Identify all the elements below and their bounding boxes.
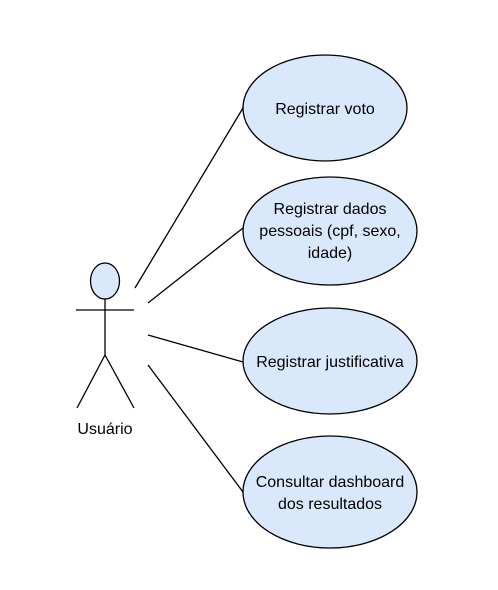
use-case-registrar-dados-pessoais: Registrar dados pessoais (cpf, sexo, ida… [242,176,418,286]
use-case-label-line-1: Registrar dados [274,201,387,218]
association-line-registrar-voto [134,107,244,289]
actor-head [89,262,121,300]
use-case-label-line-3: idade) [308,245,352,262]
use-case-label-line-2: dos resultados [278,496,382,513]
use-case-label-line-2: pessoais (cpf, sexo, [259,223,400,240]
actor-right-leg [104,354,135,409]
actor-left-leg [76,354,106,409]
actor-label: Usuário [77,421,132,438]
use-case-registrar-justificativa: Registrar justificativa [242,307,418,415]
use-case-ellipse [242,435,418,549]
use-case-label: Registrar voto [275,101,375,118]
actor-stick-figure-icon [76,262,135,409]
association-line-registrar-dados-pessoais [147,227,244,304]
association-line-registrar-justificativa [147,334,244,363]
use-case-ellipse [242,176,418,286]
use-case-consultar-dashboard: Consultar dashboard dos resultados [242,435,418,549]
use-case-registrar-voto: Registrar voto [242,54,408,162]
use-case-ellipse [242,307,418,415]
use-case-label-line-1: Consultar dashboard [256,474,405,491]
use-case-label: Registrar justificativa [256,354,404,371]
association-line-consultar-dashboard [147,364,244,493]
use-case-ellipse [242,54,408,162]
